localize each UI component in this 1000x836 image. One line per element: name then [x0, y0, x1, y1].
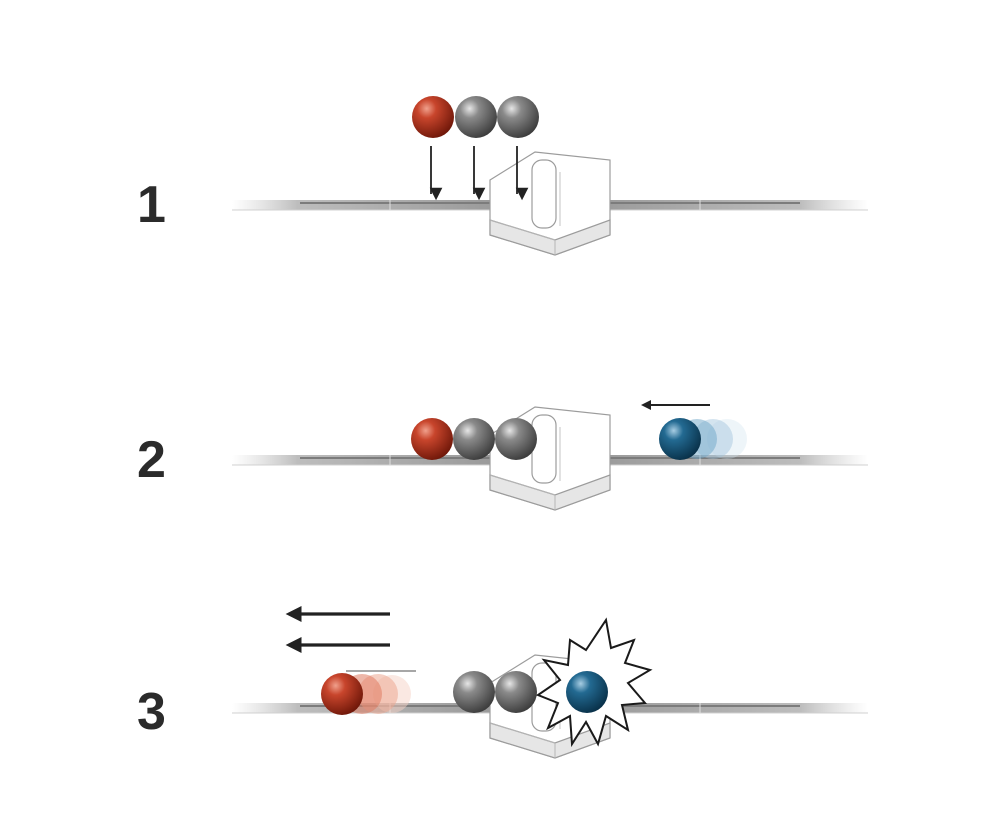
grey-ball [495, 418, 537, 460]
grey-ball [497, 96, 539, 138]
step-number-3: 3 [137, 683, 166, 741]
red-ball [321, 673, 363, 715]
step-3: 3 [137, 606, 869, 759]
motion-trail [707, 419, 747, 459]
step-1: 1 [137, 96, 869, 256]
step-number-2: 2 [137, 431, 166, 489]
grey-ball [453, 671, 495, 713]
grey-ball [495, 671, 537, 713]
step-2: 2 [137, 400, 869, 511]
grey-ball [455, 96, 497, 138]
red-ball [412, 96, 454, 138]
grey-ball [453, 418, 495, 460]
red-ball [411, 418, 453, 460]
step-number-1: 1 [137, 176, 166, 234]
blue-ball [566, 671, 608, 713]
target-block [489, 151, 611, 256]
blue-ball [659, 418, 701, 460]
